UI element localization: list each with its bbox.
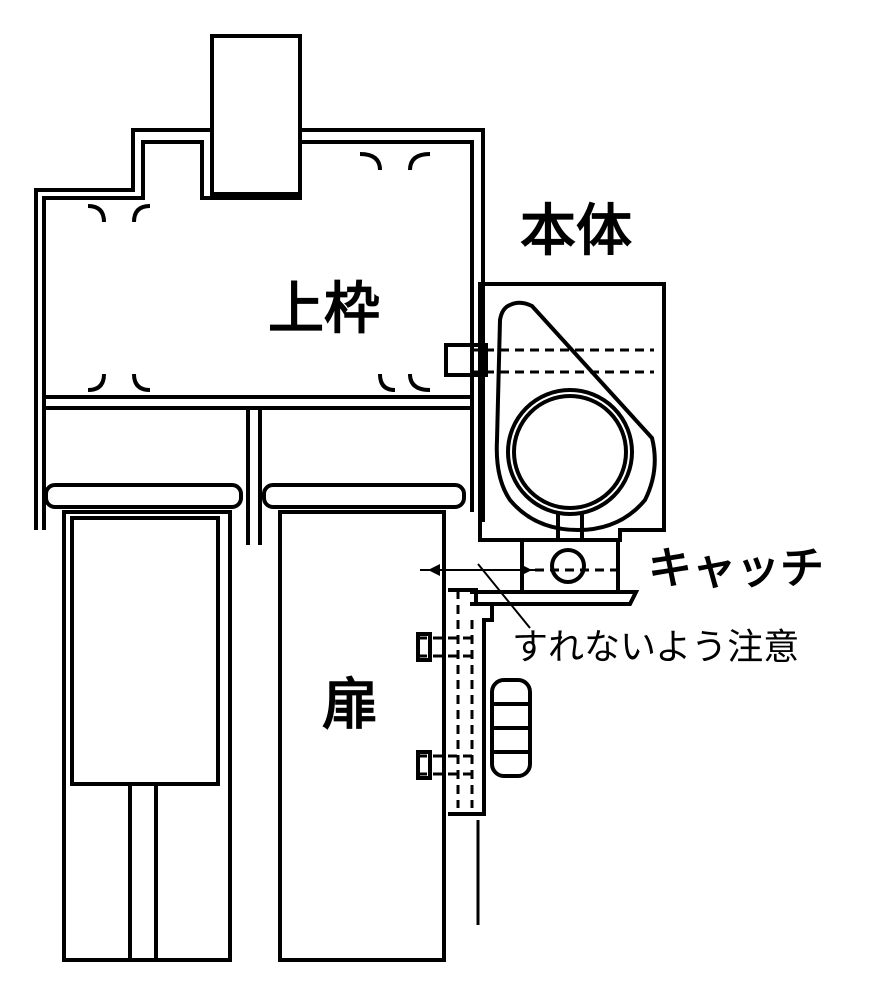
teardrop-cam	[494, 300, 657, 533]
catch-base-plate	[470, 590, 640, 606]
chamber-mark	[408, 373, 431, 392]
top-block	[210, 34, 302, 196]
clearance-arrow	[520, 564, 532, 576]
caution-leader	[477, 563, 531, 629]
chamber-mark	[87, 373, 106, 392]
main-body-housing	[478, 282, 666, 542]
door-panel	[278, 510, 446, 962]
catch-bolt-head	[550, 548, 586, 584]
roller-outer	[506, 388, 634, 516]
left-gasket	[44, 483, 243, 509]
main-body-label: 本体	[520, 199, 632, 264]
caution-label: すれないよう注意	[512, 627, 800, 668]
catch-label: キャッチ	[648, 543, 824, 594]
screw-head	[416, 750, 432, 780]
left-panel-glass	[70, 516, 220, 786]
upper-frame-label: 上枠	[268, 277, 380, 342]
clearance-arrow	[428, 564, 440, 576]
screw-head	[416, 632, 432, 662]
door-label: 扉	[322, 673, 378, 738]
chamber-mark	[132, 204, 151, 223]
roller-inner	[512, 394, 628, 510]
chamber-mark	[408, 152, 431, 171]
left-panel	[62, 510, 232, 962]
chamber-mark	[87, 204, 106, 223]
upper-frame-inner-outline	[42, 140, 474, 530]
bolt-tab	[444, 343, 488, 377]
chamber-mark	[359, 152, 382, 171]
chamber-mark	[132, 373, 151, 392]
right-gasket	[262, 483, 466, 509]
door-bracket	[448, 588, 494, 816]
catch-block	[520, 538, 620, 594]
chamber-mark	[378, 373, 396, 392]
